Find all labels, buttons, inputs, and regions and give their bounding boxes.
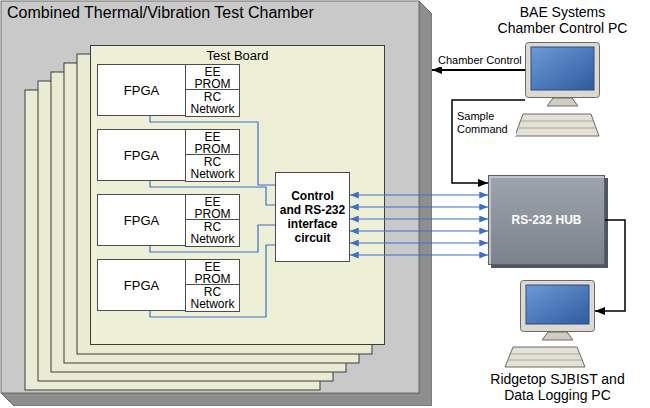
- box-label: FPGA: [124, 83, 159, 98]
- serial-link: [350, 254, 488, 255]
- box-label: FPGA: [124, 148, 159, 163]
- signal-arrow: [432, 69, 525, 71]
- chamber-front: [1, 1, 419, 393]
- box-label: EE PROM: [188, 261, 237, 285]
- label-holder: Chamber Control: [437, 54, 523, 67]
- monitor-stand: [542, 332, 573, 340]
- label-holder: Ridgetop SJBIST and Data Logging PC: [488, 371, 628, 403]
- serial-link: [350, 230, 488, 231]
- arrow-label: Sample Command: [456, 110, 516, 136]
- keyboard-row: [518, 128, 596, 129]
- serial-link: [150, 245, 275, 317]
- fpga-chip: FPGA: [97, 194, 186, 246]
- eeprom-chip: EE PROM: [185, 194, 240, 222]
- box-label: EE PROM: [188, 196, 237, 220]
- eeprom-chip: EE PROM: [185, 64, 240, 92]
- test-chamber: Combined Thermal/Vibration Test ChamberT…: [0, 0, 432, 406]
- eeprom-chip: EE PROM: [185, 129, 240, 157]
- label-holder: BAE Systems Chamber Control PC: [493, 4, 633, 36]
- box-label: RC Network: [188, 156, 237, 180]
- keyboard-row: [511, 354, 579, 355]
- keyboard: [505, 347, 585, 367]
- fpga-chip: FPGA: [97, 259, 186, 311]
- keyboard-row: [521, 121, 593, 122]
- rc-network: RC Network: [185, 284, 240, 312]
- serial-link: [350, 242, 488, 243]
- rc-network: RC Network: [185, 89, 240, 117]
- keyboard: [515, 114, 599, 136]
- arrow-label: Chamber Control: [437, 54, 523, 67]
- interface-circuit: Control and RS-232 interface circuit: [275, 172, 350, 262]
- signal-arrow: [452, 100, 525, 183]
- serial-link: [350, 194, 488, 195]
- signal-arrow: [595, 220, 625, 311]
- rc-network: RC Network: [185, 219, 240, 247]
- fpga-chip: FPGA: [97, 129, 186, 181]
- box-label: FPGA: [124, 213, 159, 228]
- keyboard-row: [508, 360, 582, 361]
- box-label: Control and RS-232 interface circuit: [279, 189, 346, 245]
- serial-link: [350, 206, 488, 207]
- box-label: Test Board: [91, 48, 384, 63]
- monitor-stand: [547, 98, 578, 106]
- serial-link: [150, 116, 275, 185]
- box-label: RC Network: [188, 286, 237, 310]
- box-label: RS-232 HUB: [511, 213, 581, 227]
- box-label: RC Network: [188, 221, 237, 245]
- serial-link: [150, 225, 275, 252]
- rc-network: RC Network: [185, 154, 240, 182]
- test-board: Test BoardFPGAEE PROMRC NetworkFPGAEE PR…: [90, 45, 385, 345]
- monitor: [526, 43, 600, 98]
- screen: [531, 47, 594, 90]
- computer-icon: [520, 280, 595, 342]
- box-label: FPGA: [124, 278, 159, 293]
- monitor: [521, 281, 595, 332]
- box-label: RC Network: [188, 91, 237, 115]
- serial-link: [350, 218, 488, 219]
- box-label: EE PROM: [188, 66, 237, 90]
- chamber-title: Combined Thermal/Vibration Test Chamber: [7, 4, 425, 22]
- computer-label: BAE Systems Chamber Control PC: [493, 4, 633, 36]
- computer-icon: [525, 42, 600, 108]
- eeprom-chip: EE PROM: [185, 259, 240, 287]
- screen: [526, 285, 589, 324]
- chamber-shadow: [1, 1, 432, 406]
- rs232-hub: RS-232 HUB: [488, 175, 605, 265]
- fpga-chip: FPGA: [97, 64, 186, 116]
- label-holder: Sample Command: [456, 110, 516, 136]
- computer-node: BAE Systems Chamber Control PC: [525, 42, 600, 108]
- serial-link: [150, 181, 275, 205]
- computer-label: Ridgetop SJBIST and Data Logging PC: [488, 371, 628, 403]
- computer-node: Ridgetop SJBIST and Data Logging PC: [520, 280, 595, 342]
- box-label: EE PROM: [188, 131, 237, 155]
